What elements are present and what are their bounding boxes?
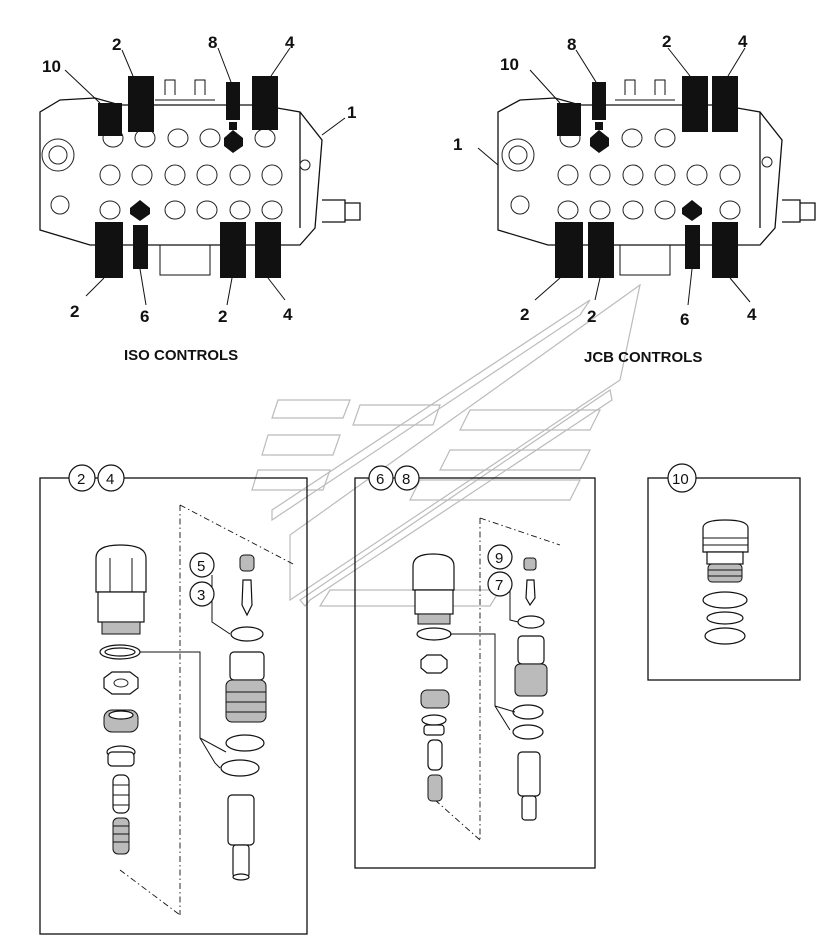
iso-controls-caption: ISO CONTROLS [124,347,238,364]
jcb-callout-2-bottom-left: 2 [520,305,529,324]
jcb-callout-4-bottom-right: 4 [747,305,757,324]
iso-callout-2-top: 2 [112,35,121,54]
iso-callout-4-top: 4 [285,33,295,52]
middle-panel-circle-7: 7 [495,577,503,594]
left-panel-circle-5: 5 [197,558,205,575]
panel-plug-10 [647,463,801,681]
jcb-callout-6: 6 [680,310,689,329]
left-panel-circle-2: 2 [77,471,85,488]
middle-panel-circle-6: 6 [376,471,384,488]
iso-valve-block [39,47,361,306]
left-panel-circle-3: 3 [197,587,205,604]
jcb-callout-2-top: 2 [662,32,671,51]
iso-callout-2-bottom-mid: 2 [218,307,227,326]
right-panel-circle-10: 10 [672,471,689,488]
middle-panel-circle-9: 9 [495,550,503,567]
left-panel-circle-4: 4 [106,471,114,488]
iso-callout-10: 10 [42,57,61,76]
jcb-controls-caption: JCB CONTROLS [584,349,702,366]
jcb-callout-2-bottom-mid: 2 [587,307,596,326]
iso-callout-1: 1 [347,103,356,122]
jcb-callout-4-top: 4 [738,32,748,51]
jcb-callout-8: 8 [567,35,576,54]
watermark-logo [251,283,641,607]
jcb-callout-1: 1 [453,135,462,154]
iso-callout-4-bottom-right: 4 [283,305,293,324]
jcb-valve-block [477,47,816,306]
iso-callout-8: 8 [208,33,217,52]
middle-panel-circle-8: 8 [402,471,410,488]
panel-relief-valve-2-4 [39,464,308,935]
iso-callout-2-bottom-left: 2 [70,302,79,321]
jcb-callout-10: 10 [500,55,519,74]
panel-relief-valve-6-8 [354,465,596,869]
iso-callout-6: 6 [140,307,149,326]
